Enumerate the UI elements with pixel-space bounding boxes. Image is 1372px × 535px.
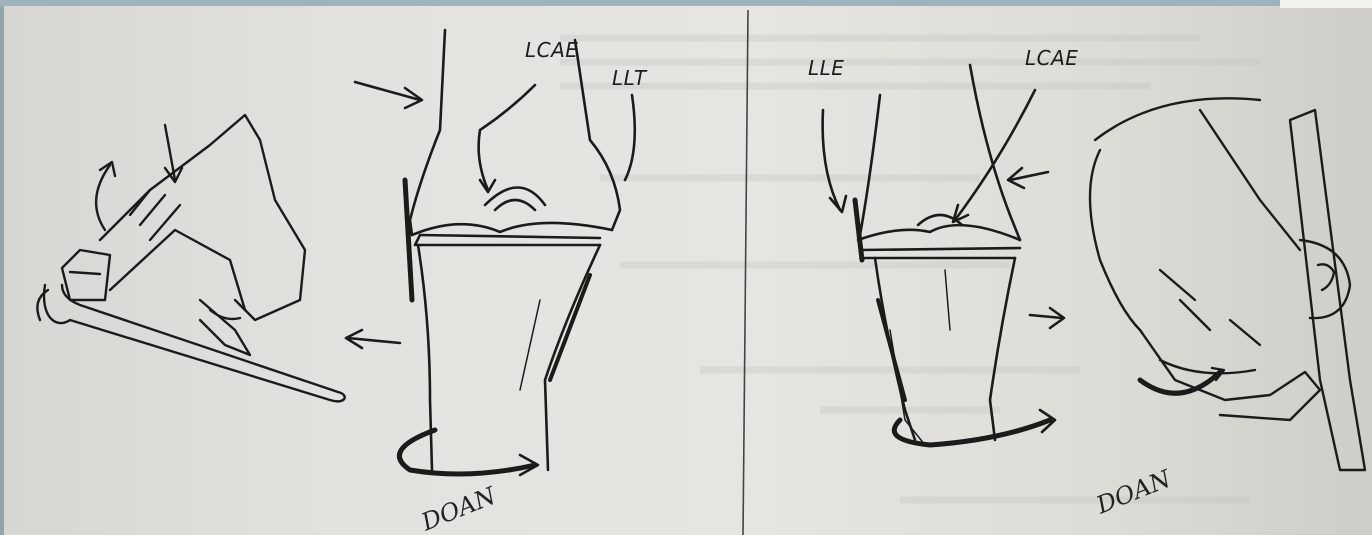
label-llt: LLT	[612, 66, 647, 90]
label-lle: LLE	[808, 56, 844, 80]
label-lcae-left: LCAE	[525, 38, 578, 62]
left-skier-figure	[37, 115, 344, 401]
left-knee-joint	[346, 30, 635, 475]
right-knee-joint	[823, 65, 1064, 445]
right-skier-figure	[1090, 98, 1365, 470]
label-lcae-right: LCAE	[1025, 46, 1078, 70]
